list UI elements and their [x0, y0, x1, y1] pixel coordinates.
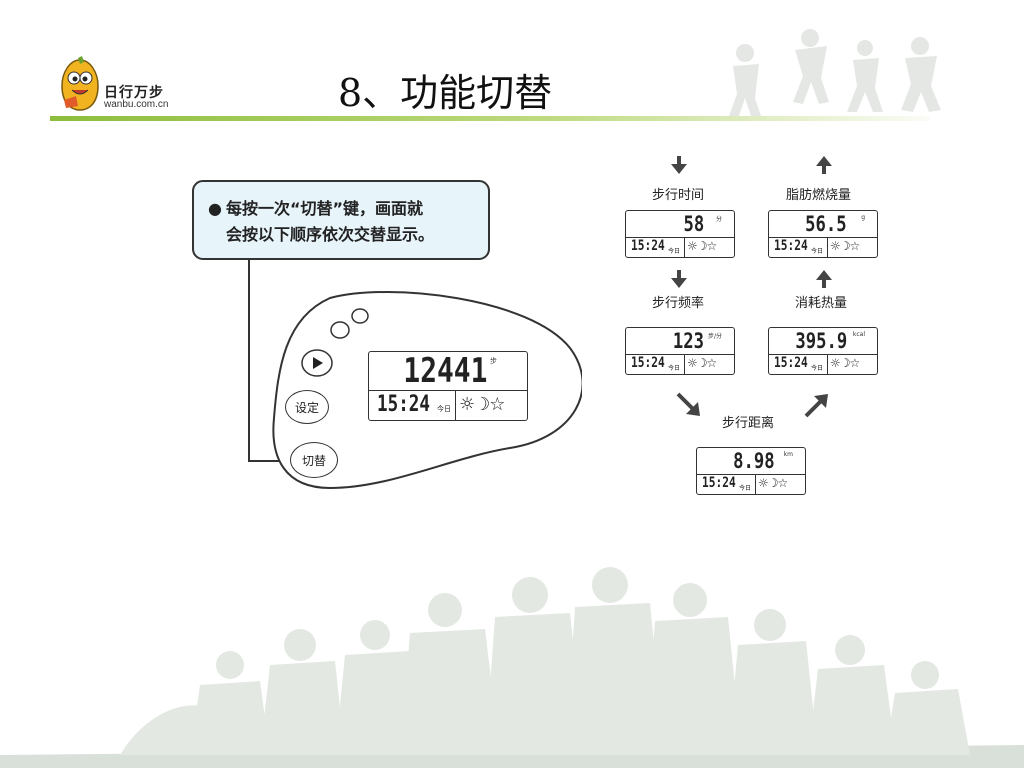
arrow-up-icon	[816, 270, 832, 288]
arrow-up-right-icon	[804, 394, 828, 418]
value: 56.5	[805, 212, 847, 236]
play-button[interactable]	[300, 348, 334, 378]
today: 今日	[739, 485, 752, 492]
arrow-up-icon	[816, 156, 832, 174]
today: 今日	[811, 365, 824, 372]
unit: 分	[715, 216, 722, 223]
header-divider	[50, 116, 930, 121]
unit: kcal	[852, 331, 865, 338]
decorative-holes	[330, 308, 369, 339]
lcd-today: 今日	[437, 405, 451, 413]
today: 今日	[668, 365, 681, 372]
callout-line-2: 会按以下顺序依次交替显示。	[226, 225, 435, 244]
time: 15:24	[631, 355, 665, 371]
today: 今日	[668, 248, 681, 255]
play-icon	[313, 357, 323, 369]
arrow-down-icon	[671, 270, 687, 288]
lcd-unit: 步	[490, 357, 497, 365]
label-fat-burn: 脂肪燃烧量	[786, 188, 852, 203]
weather-icons: ☼☽☆	[687, 239, 717, 253]
weather-icons: ☼☽☆	[830, 356, 860, 370]
label-distance: 步行距离	[722, 416, 775, 431]
weather-icons: ☼☽☆	[830, 239, 860, 253]
weather-icons: ☼☽☆	[687, 356, 717, 370]
time: 15:24	[702, 475, 736, 491]
page-title: 8、功能切替	[338, 71, 553, 115]
decorative-figures-top	[729, 29, 941, 116]
unit: g	[861, 214, 865, 221]
unit: 步/分	[707, 333, 722, 340]
value: 8.98	[733, 449, 775, 473]
lcd-time: 15:24	[377, 392, 430, 417]
set-button[interactable]: 设定	[285, 390, 329, 424]
logo-text: 日行万步	[104, 85, 164, 101]
callout-line-1: 每按一次“切替”键，画面就	[226, 199, 424, 218]
switch-button[interactable]: 切替	[290, 442, 338, 478]
time: 15:24	[774, 355, 808, 371]
weather-icons: ☼☽☆	[758, 476, 788, 490]
today: 今日	[811, 248, 824, 255]
switch-button-label: 切替	[301, 453, 326, 468]
lcd-value: 12441	[403, 351, 487, 391]
bullet-icon: ●	[208, 199, 222, 218]
time: 15:24	[631, 238, 665, 254]
set-button-label: 设定	[294, 400, 319, 415]
arrow-down-right-icon	[676, 392, 700, 416]
weather-icons: ☼☽☆	[459, 394, 505, 415]
arrow-down-icon	[671, 156, 687, 174]
lcd-bottom: 15:24 今日 ☼☽☆	[369, 390, 527, 420]
value: 395.9	[795, 329, 847, 353]
label-step-frequency: 步行频率	[652, 296, 705, 311]
lcd-top: 12441 步	[369, 352, 527, 391]
value: 58	[683, 212, 704, 236]
value: 123	[672, 329, 704, 353]
time: 15:24	[774, 238, 808, 254]
lcd-separator	[455, 390, 457, 420]
instruction-callout: ●每按一次“切替”键，画面就 会按以下顺序依次交替显示。	[192, 180, 490, 260]
logo-url: wanbu.com.cn	[104, 99, 169, 110]
unit: km	[783, 451, 793, 458]
decorative-figures-bottom	[0, 567, 1024, 768]
mascot-logo-icon	[61, 56, 99, 111]
label-step-time: 步行时间	[652, 188, 705, 203]
main-lcd: 12441 步 15:24 今日 ☼☽☆	[368, 351, 528, 421]
label-calories: 消耗热量	[795, 296, 848, 311]
